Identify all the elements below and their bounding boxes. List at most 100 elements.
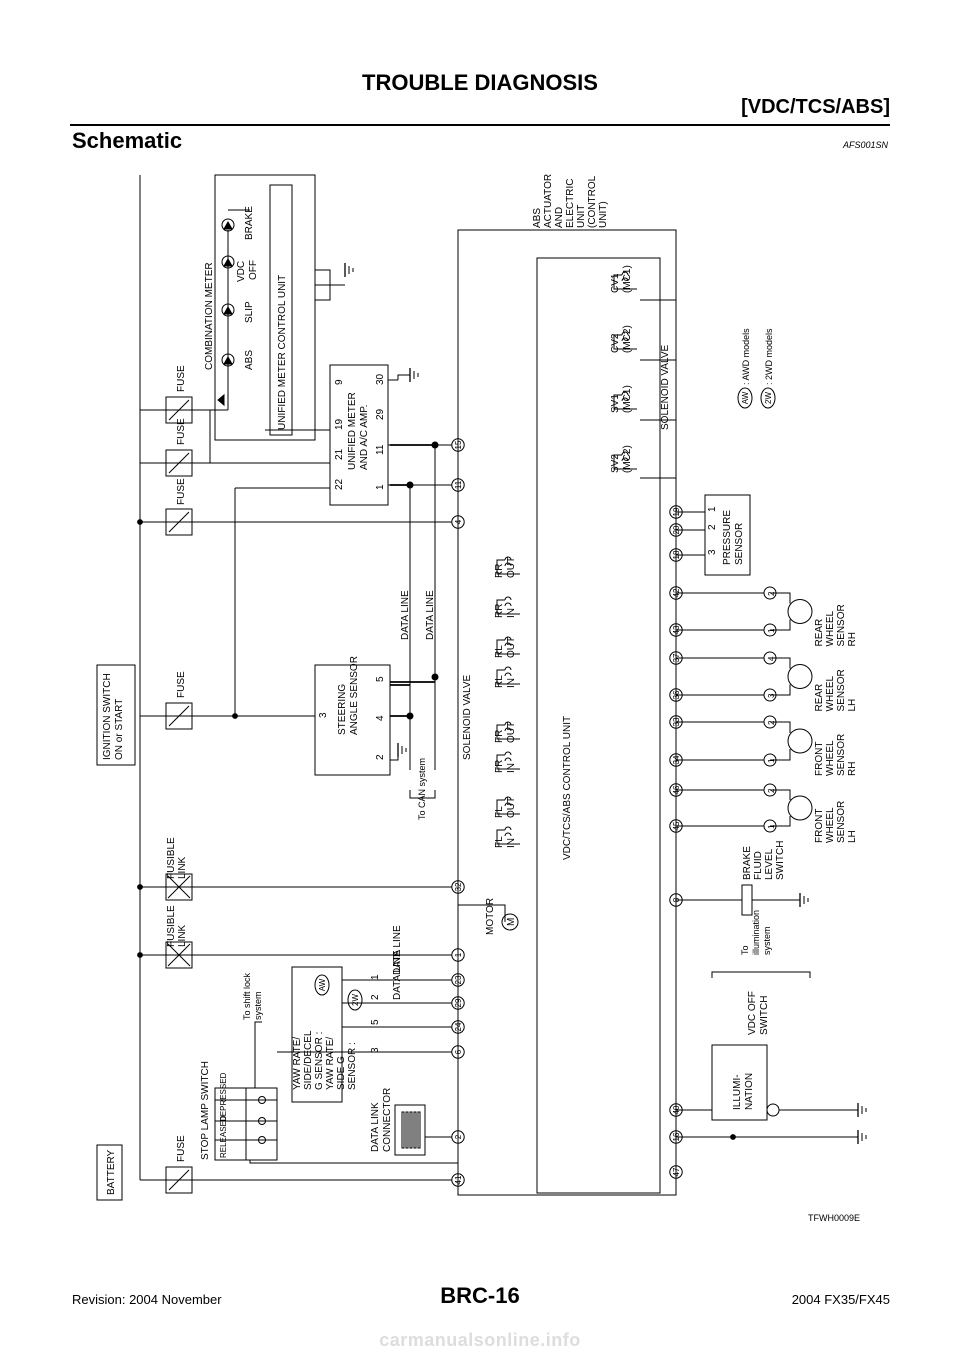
wheel-solenoid-valve <box>504 757 512 762</box>
wheel-valve-label: OUT <box>506 557 517 578</box>
pressure-terminal: 3 <box>707 549 718 555</box>
wheel-valve-label: RL <box>494 645 505 658</box>
illumination-vdc-off-switch <box>711 1044 768 1121</box>
abs-actuator-label: UNIT) <box>598 201 609 228</box>
wheel-valve-label: FR <box>494 760 505 773</box>
wheel-sensor-label: SENSOR <box>836 734 847 776</box>
solenoid-valve-label: CV2 <box>610 333 621 353</box>
vdc-off-switch-label: SWITCH <box>759 996 770 1035</box>
wheel-sensor-label: FRONT <box>814 742 825 776</box>
fusible-link <box>165 941 193 969</box>
yaw-rate-sensor <box>291 966 343 1103</box>
figure-code: TFWH0009E <box>807 1213 860 1223</box>
wire <box>167 943 191 967</box>
data-link-connector <box>394 1104 426 1156</box>
data-line-label: DATA LINE <box>392 950 403 1000</box>
meter-amp-terminal: 21 <box>334 448 345 460</box>
pin-number: 33 <box>672 717 681 726</box>
brake-fluid-level-switch-label: SWITCH <box>775 841 786 880</box>
pin-number: 2 <box>454 1134 463 1139</box>
brake-fluid-level-switch <box>741 884 753 916</box>
pin-number: 18 <box>672 550 681 559</box>
combination-meter <box>214 174 316 441</box>
wheel-sensor-label: REAR <box>814 619 825 647</box>
wheel-solenoid-valve <box>504 636 512 641</box>
illumination-system-label: To <box>740 945 750 955</box>
abs-actuator-label: ELECTRIC <box>565 179 576 228</box>
wheel-sensor-label: RH <box>847 762 858 776</box>
footer-model: 2004 FX35/FX45 <box>791 1292 890 1307</box>
wheel-solenoid-valve <box>504 802 512 807</box>
pin-number: 47 <box>672 1167 681 1176</box>
pin-number: 36 <box>672 690 681 699</box>
wheel-solenoid-valve <box>504 602 512 607</box>
released-label: RELEASED <box>219 1115 228 1158</box>
fuse <box>165 396 193 424</box>
fuse-label: FUSE <box>176 1135 187 1162</box>
wheel-valve-label: FL <box>494 836 505 848</box>
wheel-valve-label: OUT <box>506 722 517 743</box>
sensor-terminal-number: 2 <box>767 720 776 725</box>
ignition-switch-label: IGNITION SWITCH <box>102 673 113 760</box>
wire <box>496 669 520 685</box>
wheel-sensor-label: WHEEL <box>825 676 836 712</box>
model-tag <box>737 387 753 409</box>
wire <box>458 904 506 922</box>
component-outlines <box>96 174 813 1201</box>
solenoid-valve-label: SV1 <box>610 394 621 413</box>
wheel-valve-label: RL <box>494 675 505 688</box>
pressure-terminal: 2 <box>707 524 718 530</box>
junction-dot <box>137 952 143 958</box>
wheel-sensor-label: SENSOR <box>836 604 847 646</box>
section-code: AFS001SN <box>842 140 888 150</box>
motor-label: MOTOR <box>485 898 496 935</box>
wire <box>496 599 520 615</box>
fusible-link-label: LINK <box>177 924 188 947</box>
yaw-sensor-label: YAW RATE/ <box>325 1037 336 1090</box>
model-tag-text: 2W <box>764 392 773 404</box>
solenoid-valve <box>621 457 629 462</box>
wheel-valve-label: IN <box>506 838 517 848</box>
wire <box>770 721 791 733</box>
wire <box>496 799 520 815</box>
dlc-label: CONNECTOR <box>382 1088 393 1152</box>
pressure-sensor-label: PRESSURE <box>722 510 733 565</box>
pin-number: 23 <box>454 975 463 984</box>
wire <box>496 724 520 740</box>
pressure-terminal: 1 <box>707 506 718 512</box>
wheel-sensor-label: WHEEL <box>825 807 836 843</box>
yaw-sensor-label: SIDE G <box>336 1056 347 1090</box>
motor-symbol <box>501 913 519 931</box>
brake-fluid-level-switch-label: LEVEL <box>764 848 775 880</box>
pressure-sensor-label: SENSOR <box>734 523 745 565</box>
abs-actuator-label: ABS <box>532 208 543 228</box>
solenoid-valve <box>621 331 629 336</box>
pin-number: 34 <box>672 755 681 764</box>
wire <box>168 511 190 533</box>
solenoid-valve <box>621 397 629 402</box>
junction-dot <box>730 1134 736 1140</box>
abs-actuator-label: UNIT <box>576 205 587 228</box>
abs-actuator-label: (CONTROL <box>587 175 598 228</box>
vdc-lamp-label: VDC <box>236 261 247 282</box>
yaw-terminal: 3 <box>370 1047 381 1053</box>
lamp-led <box>223 220 233 230</box>
wire <box>770 749 791 761</box>
ignition-switch <box>96 664 136 766</box>
sensor-terminal-number: 2 <box>767 591 776 596</box>
data-line-label: DATA LINE <box>392 925 403 975</box>
shift-lock-label: To shift lock <box>242 972 252 1020</box>
header-divider <box>70 124 890 126</box>
abs-actuator-label: AND <box>554 207 565 228</box>
watermark: carmanualsonline.info <box>379 1330 581 1350</box>
sensor-terminal-number: 2 <box>767 788 776 793</box>
solenoid-valve <box>621 391 629 396</box>
junction-dot <box>137 519 143 525</box>
steering-terminal: 2 <box>375 754 386 760</box>
wire <box>496 639 520 655</box>
brake-fluid-level-switch-label: BRAKE <box>742 846 753 880</box>
pin-number: 46 <box>672 785 681 794</box>
sensor-terminal-number: 1 <box>767 758 776 763</box>
pin-number: 1 <box>454 952 463 957</box>
